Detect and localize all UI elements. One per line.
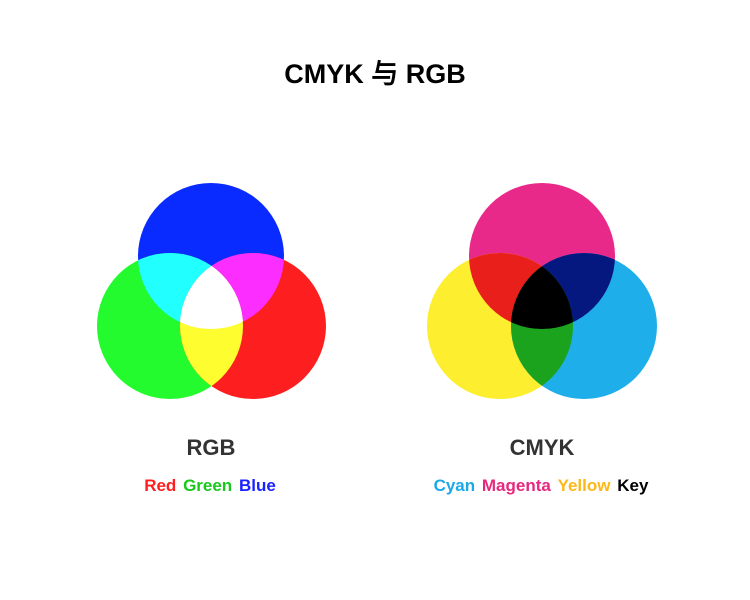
rgb-venn <box>97 183 326 399</box>
cmyk-venn <box>427 183 657 399</box>
cmyk-label: CMYK <box>509 435 575 460</box>
rgb-label: RGB <box>186 435 236 460</box>
black-center <box>511 253 573 329</box>
white-center <box>180 253 243 329</box>
rgb-legend: Red Green Blue <box>10 476 410 496</box>
legend-green: Green <box>183 476 233 495</box>
legend-magenta: Magenta <box>481 476 551 495</box>
cmyk-legend: Cyan Magenta Yellow Key <box>341 476 741 496</box>
legend-cyan: Cyan <box>433 476 476 495</box>
page-title: CMYK 与 RGB <box>284 59 466 89</box>
legend-key: Key <box>617 476 649 495</box>
legend-red: Red <box>144 476 177 495</box>
legend-blue: Blue <box>238 476 276 495</box>
legend-yellow: Yellow <box>557 476 611 495</box>
